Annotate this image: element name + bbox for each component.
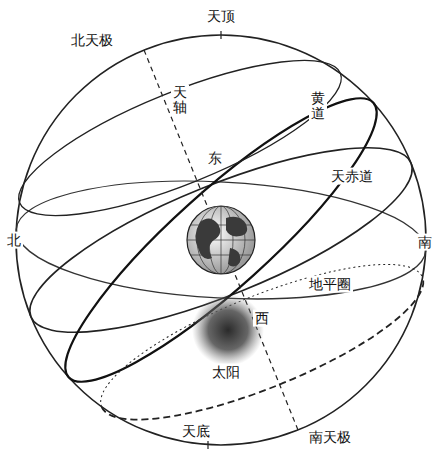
celestial-axis xyxy=(144,50,298,430)
label-position: 太阳 xyxy=(210,364,242,381)
label-position: 南天极 xyxy=(307,429,353,446)
ecliptic xyxy=(37,67,406,413)
celestial-equator xyxy=(10,112,431,368)
sphere-label: 天赤道 xyxy=(329,168,375,185)
sphere-label: 地平圈 xyxy=(307,276,353,293)
zenith-tick xyxy=(220,31,221,39)
label-position: 北 xyxy=(5,232,23,249)
sphere-outline xyxy=(16,35,426,445)
label-position: 天赤道 xyxy=(329,168,375,185)
label-position: 地平圈 xyxy=(307,276,353,293)
label-position: 北天极 xyxy=(69,32,115,49)
sphere-label: 北天极 xyxy=(69,32,115,49)
sphere-label: 太阳 xyxy=(210,364,242,381)
sphere-label: 西 xyxy=(253,310,271,327)
label-position: 西 xyxy=(253,310,271,327)
sphere-label: 天底 xyxy=(180,423,212,440)
parallel-circle xyxy=(2,31,357,246)
parallel-circle xyxy=(84,235,437,450)
sphere-label: 北 xyxy=(5,232,23,249)
label-position: 南 xyxy=(416,234,434,251)
horizon-circle xyxy=(13,171,429,308)
earth-globe xyxy=(187,206,255,274)
label-position: 黄道 xyxy=(309,91,327,122)
sphere-label: 天顶 xyxy=(205,8,237,25)
label-position: 东 xyxy=(206,150,224,167)
sphere-label: 南 xyxy=(416,234,434,251)
label-position: 天底 xyxy=(180,423,212,440)
sphere-label: 天轴 xyxy=(171,85,189,116)
sphere-label: 南天极 xyxy=(307,429,353,446)
label-position: 天顶 xyxy=(205,8,237,25)
sphere-label: 黄道 xyxy=(309,91,327,122)
sun xyxy=(192,294,264,366)
nadir-tick xyxy=(207,441,208,449)
sphere-label: 东 xyxy=(206,150,224,167)
label-position: 天轴 xyxy=(171,85,189,116)
